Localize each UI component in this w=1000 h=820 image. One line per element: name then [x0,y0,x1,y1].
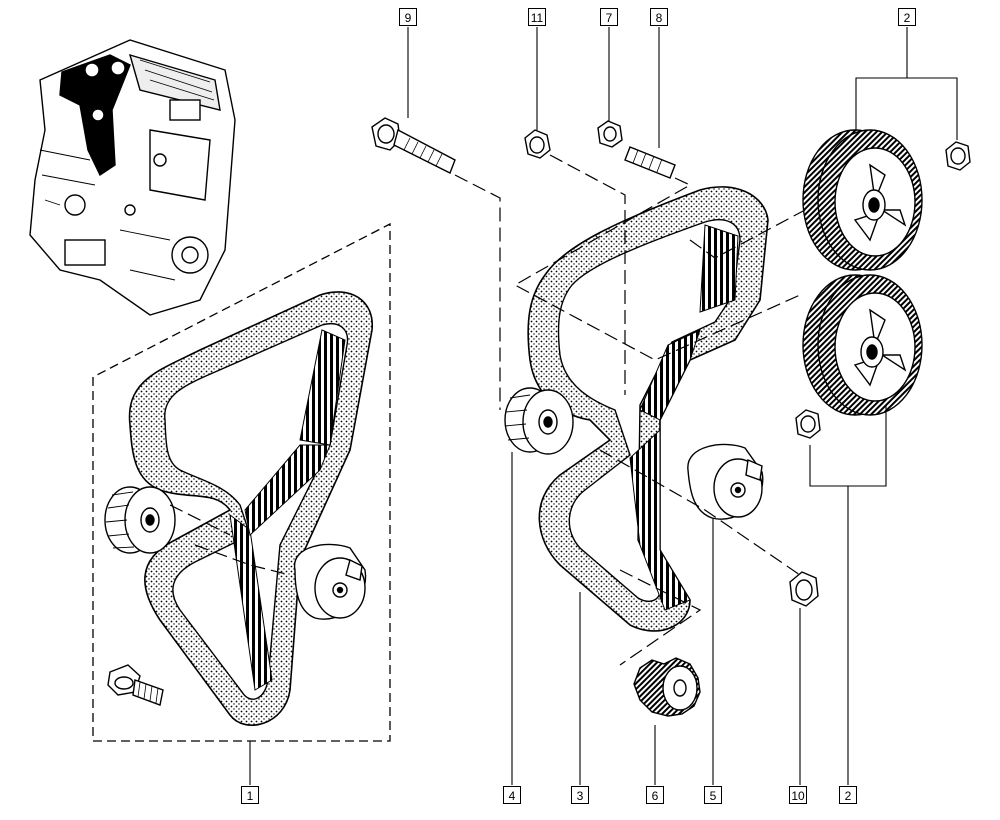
callout-7: 7 [600,8,618,26]
callout-2-top: 2 [898,8,916,26]
camshaft-sprocket-icon [802,129,923,271]
stud-icon [624,146,676,179]
timing-belt-icon [128,291,373,726]
nut-icon [524,129,551,159]
callout-5: 5 [704,786,722,804]
tensioner-pulley-icon [294,543,367,620]
engine-icon [29,39,236,316]
nut-icon [789,571,819,607]
crankshaft-sprocket-icon [633,657,701,717]
callout-2-bottom: 2 [839,786,857,804]
callout-9: 9 [399,8,417,26]
assembly-lines [169,154,806,666]
kit-boundary [92,222,391,742]
callout-4: 4 [503,786,521,804]
callout-1: 1 [241,786,259,804]
timing-belt-icon [527,186,769,632]
nut-icon [597,120,623,148]
nut-icon [945,141,971,171]
camshaft-sprocket-icon [802,274,923,416]
bolt-icon [371,117,456,174]
tensioner-pulley-icon [687,443,764,520]
callout-6: 6 [646,786,664,804]
callout-8: 8 [650,8,668,26]
leader-lines [249,27,958,785]
callout-3: 3 [571,786,589,804]
callout-10: 10 [789,786,807,804]
idler-pulley-icon [504,387,574,455]
callout-11: 11 [528,8,546,26]
idler-pulley-icon [104,486,176,554]
bolt-icon [107,664,164,706]
nut-icon [795,409,821,439]
